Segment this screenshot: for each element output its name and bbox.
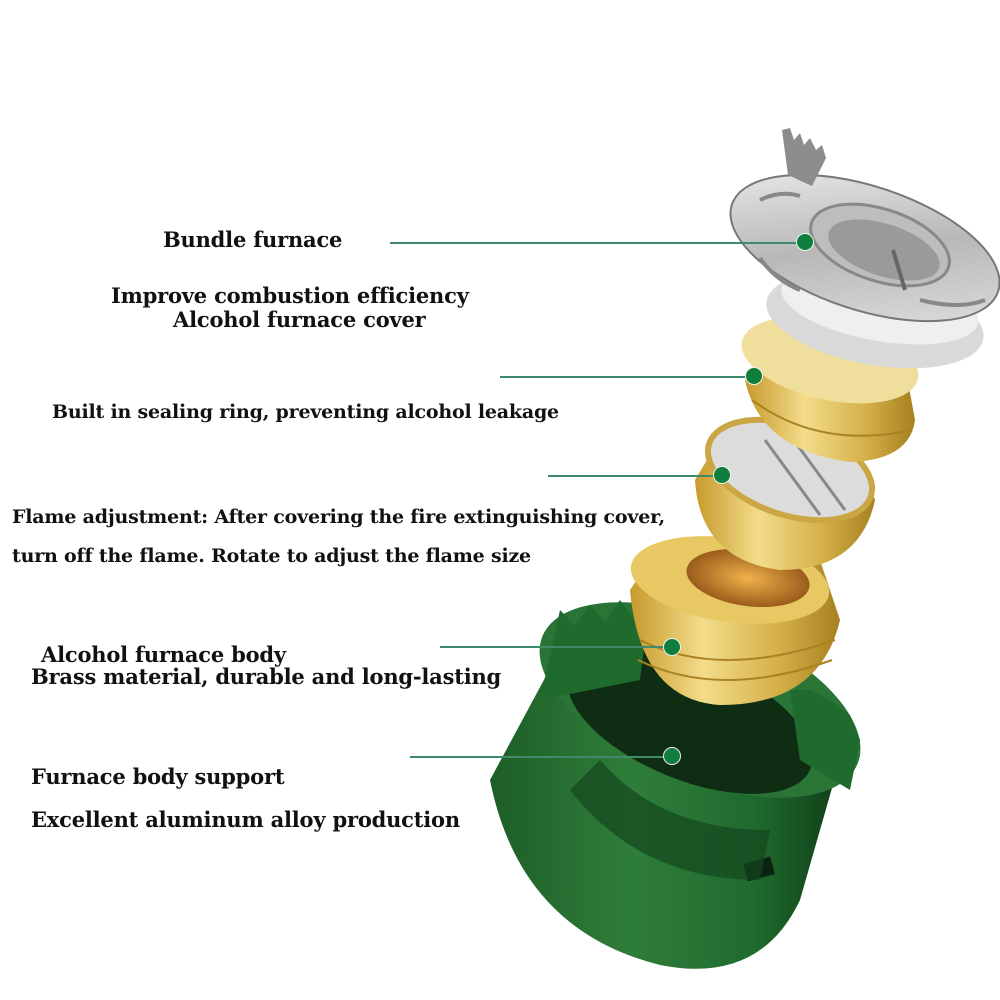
callout-dot-bundle-furnace [796,233,814,251]
label-body-support: Furnace body support [31,764,285,789]
pot-stand-shape [729,128,1000,323]
callout-line-bundle-furnace [390,242,805,244]
label-flame-adjustment-line2: turn off the flame. Rotate to adjust the… [12,545,531,567]
callout-line-furnace-body [440,646,672,648]
callout-line-body-support [410,756,672,758]
callout-dot-body-support [663,747,681,765]
label-brass-material: Brass material, durable and long-lasting [31,664,502,689]
label-combustion-efficiency: Improve combustion efficiency [111,283,469,308]
label-flame-adjustment-line1: Flame adjustment: After covering the fir… [12,506,665,528]
callout-dot-furnace-body [663,638,681,656]
callout-line-sealing-ring [500,376,754,378]
callout-line-flame-adjustment [548,475,722,477]
label-bundle-furnace: Bundle furnace [163,227,343,252]
callout-dot-sealing-ring [745,367,763,385]
label-aluminum-alloy: Excellent aluminum alloy production [31,807,460,832]
label-furnace-body: Alcohol furnace body [41,642,286,667]
callout-dot-flame-adjustment [713,466,731,484]
label-furnace-cover: Alcohol furnace cover [173,307,426,332]
label-sealing-ring: Built in sealing ring, preventing alcoho… [52,401,559,423]
